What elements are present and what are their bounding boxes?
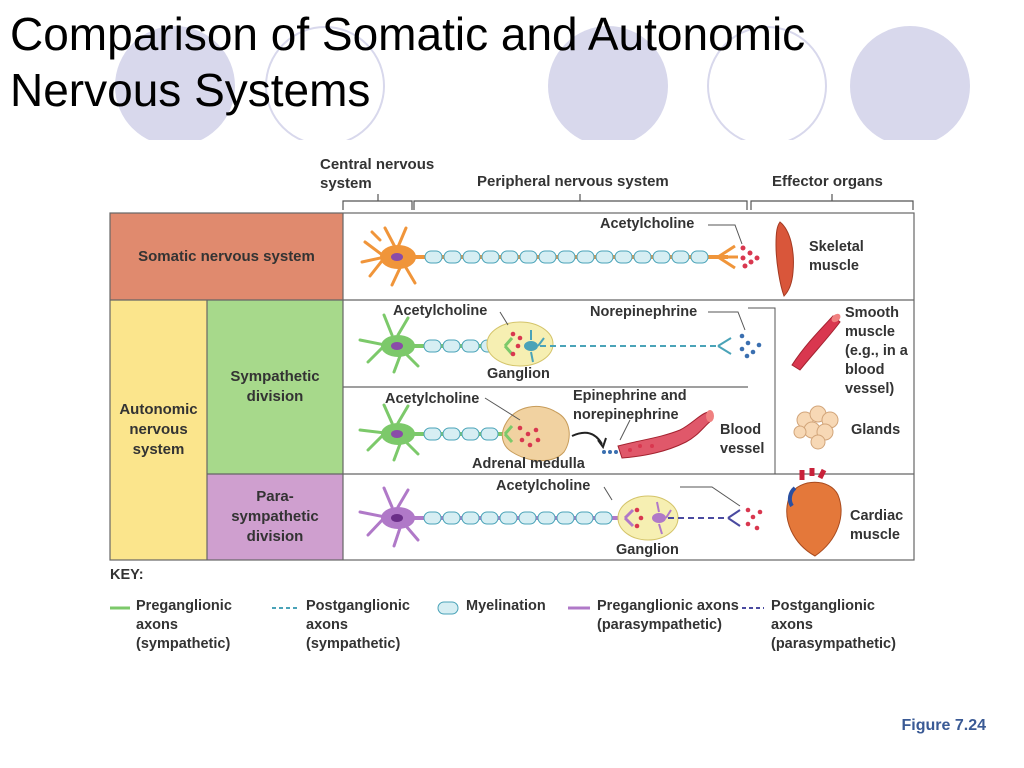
label-epi-norepi: Epinephrine and norepinephrine [573, 388, 687, 423]
heart-shape [786, 468, 842, 557]
header-effectors: Effector organs [772, 173, 883, 190]
decor-circle [115, 26, 235, 146]
parasympathetic-neuron [358, 486, 763, 548]
sympathetic-label: Sympathetic division [230, 368, 320, 405]
label-norepinephrine: Norepinephrine [590, 304, 698, 320]
label-skeletal-muscle: Skeletal muscle [809, 239, 864, 274]
decor-mask [0, 140, 1024, 148]
glands-shape [793, 405, 839, 450]
parasympathetic-label: Para- sympathetic division [231, 488, 319, 545]
parasympathetic-cell [207, 474, 343, 560]
blood-vessel-shape [602, 410, 714, 459]
key-item-postganglionic-symp: Postganglionic axons (sympathetic) [306, 598, 410, 652]
header-cns: Central nervous system [320, 156, 435, 192]
key-swatches [110, 601, 764, 615]
label-adrenal-medulla: Adrenal medulla [472, 456, 585, 472]
myelin-somatic [424, 250, 709, 264]
label-blood-vessel: Blood vessel [720, 422, 765, 457]
sympathetic-cell [207, 300, 343, 474]
key-item-myelination: Myelination [466, 598, 546, 614]
key-item-preganglionic-symp: Preganglionic axons (sympathetic) [136, 598, 232, 652]
label-smooth-muscle: Smooth muscle (e.g., in a blood vessel) [845, 305, 908, 397]
somatic-label: Somatic nervous system [138, 248, 315, 265]
figure-caption: Figure 7.24 [901, 717, 986, 734]
skeletal-muscle-shape [775, 221, 794, 297]
key-item-preganglionic-para: Preganglionic axons (parasympathetic) [597, 598, 739, 633]
ganglion-symp-shape [486, 321, 554, 367]
header-brackets [342, 194, 914, 210]
header-pns: Peripheral nervous system [477, 173, 669, 190]
somatic-cell [110, 213, 343, 300]
sympathetic-neuron-2 [358, 397, 631, 462]
somatic-neuron [360, 224, 760, 287]
label-glands: Glands [851, 422, 901, 438]
key-item-postganglionic-para: Postganglionic axons (parasympathetic) [771, 598, 896, 652]
smooth-muscle-shape [791, 313, 841, 371]
label-ganglion-para: Ganglion [616, 542, 679, 558]
label-ganglion-symp: Ganglion [487, 366, 550, 382]
decor-circle [850, 26, 970, 146]
slide-title: Comparison of Somatic and Autonomic Nerv… [10, 8, 806, 116]
label-ach-para: Acetylcholine [496, 478, 591, 494]
decor-circle [548, 26, 668, 146]
label-ach-symp: Acetylcholine [393, 303, 488, 319]
label-cardiac-muscle: Cardiac muscle [850, 508, 904, 543]
label-ach-somatic: Acetylcholine [600, 216, 695, 232]
autonomic-label: Autonomic nervous system [119, 401, 198, 458]
autonomic-cell [110, 300, 207, 560]
adrenal-medulla-shape [501, 405, 570, 462]
label-ach-adrenal: Acetylcholine [385, 391, 480, 407]
key-title: KEY: [110, 567, 144, 583]
sympathetic-neuron-1 [358, 307, 776, 474]
